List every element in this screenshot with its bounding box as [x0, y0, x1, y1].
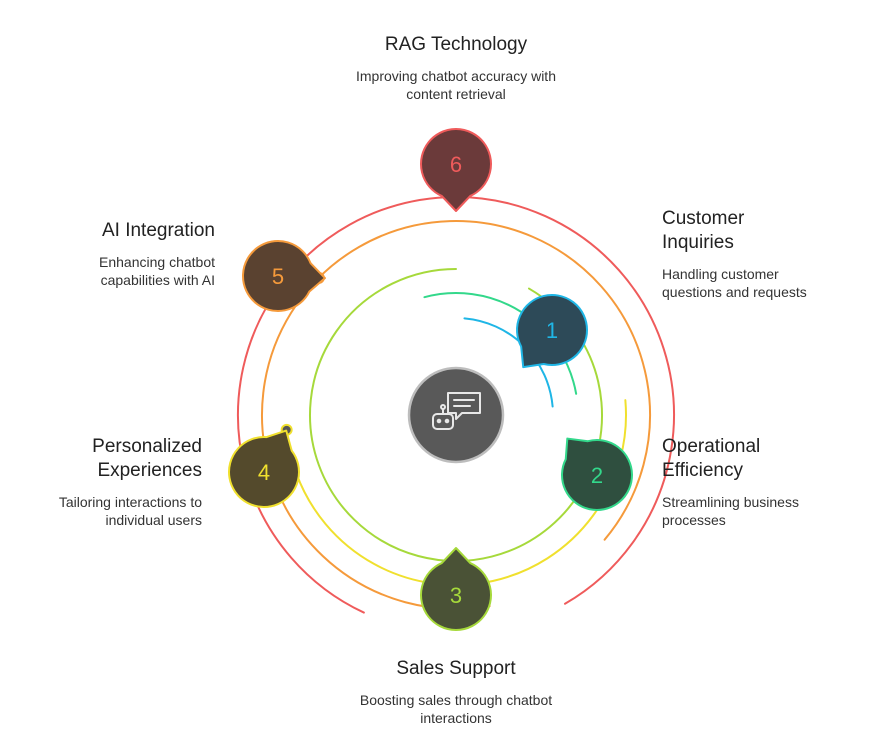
marker-number-2: 2 [591, 463, 603, 488]
desc-customer-inquiries: Handling customer questions and requests [662, 266, 807, 300]
label-rag-technology: RAG Technology Improving chatbot accurac… [326, 33, 586, 103]
title-ai-integration: AI Integration [101, 220, 215, 241]
marker-4: 4 [228, 429, 300, 508]
label-ai-integration: AI Integration Enhancing chatbot capabil… [70, 219, 215, 289]
marker-number-5: 5 [272, 264, 284, 289]
label-customer-inquiries: Customer Inquiries Handling customer que… [662, 207, 832, 301]
marker-badge-4 [228, 429, 300, 508]
marker-2: 2 [561, 437, 633, 511]
marker-number-6: 6 [450, 152, 462, 177]
ring-3 [309, 268, 603, 562]
marker-3: 3 [420, 547, 492, 631]
title-rag-technology: RAG Technology [384, 34, 528, 55]
desc-rag-technology: Improving chatbot accuracy with content … [356, 68, 556, 102]
chatbot-icon [432, 392, 481, 430]
marker-5: 5 [242, 240, 326, 312]
label-operational-efficiency: Operational Efficiency Streamlining busi… [662, 435, 832, 529]
marker-1: 1 [516, 294, 589, 369]
marker-badge-1 [516, 294, 589, 369]
title-operational-efficiency: Operational Efficiency [662, 436, 761, 481]
marker-number-3: 3 [450, 583, 462, 608]
desc-personalized-experiences: Tailoring interactions to individual use… [58, 494, 202, 528]
ring-5 [261, 220, 651, 610]
desc-operational-efficiency: Streamlining business processes [662, 494, 799, 528]
marker-badge-6 [420, 128, 492, 212]
marker-number-4: 4 [258, 460, 270, 485]
title-customer-inquiries: Customer Inquiries [662, 208, 745, 253]
desc-ai-integration: Enhancing chatbot capabilities with AI [99, 254, 215, 288]
desc-sales-support: Boosting sales through chatbot interacti… [359, 692, 553, 726]
marker-badge-2 [561, 437, 633, 511]
title-sales-support: Sales Support [396, 658, 516, 679]
marker-badge-3 [420, 547, 492, 631]
label-personalized-experiences: Personalized Experiences Tailoring inter… [30, 435, 202, 529]
center-hub [407, 366, 505, 464]
label-sales-support: Sales Support Boosting sales through cha… [336, 657, 576, 727]
marker-6: 6 [420, 128, 492, 212]
title-personalized-experiences: Personalized Experiences [92, 436, 202, 481]
marker-badge-5 [242, 240, 326, 312]
marker-number-1: 1 [546, 318, 558, 343]
